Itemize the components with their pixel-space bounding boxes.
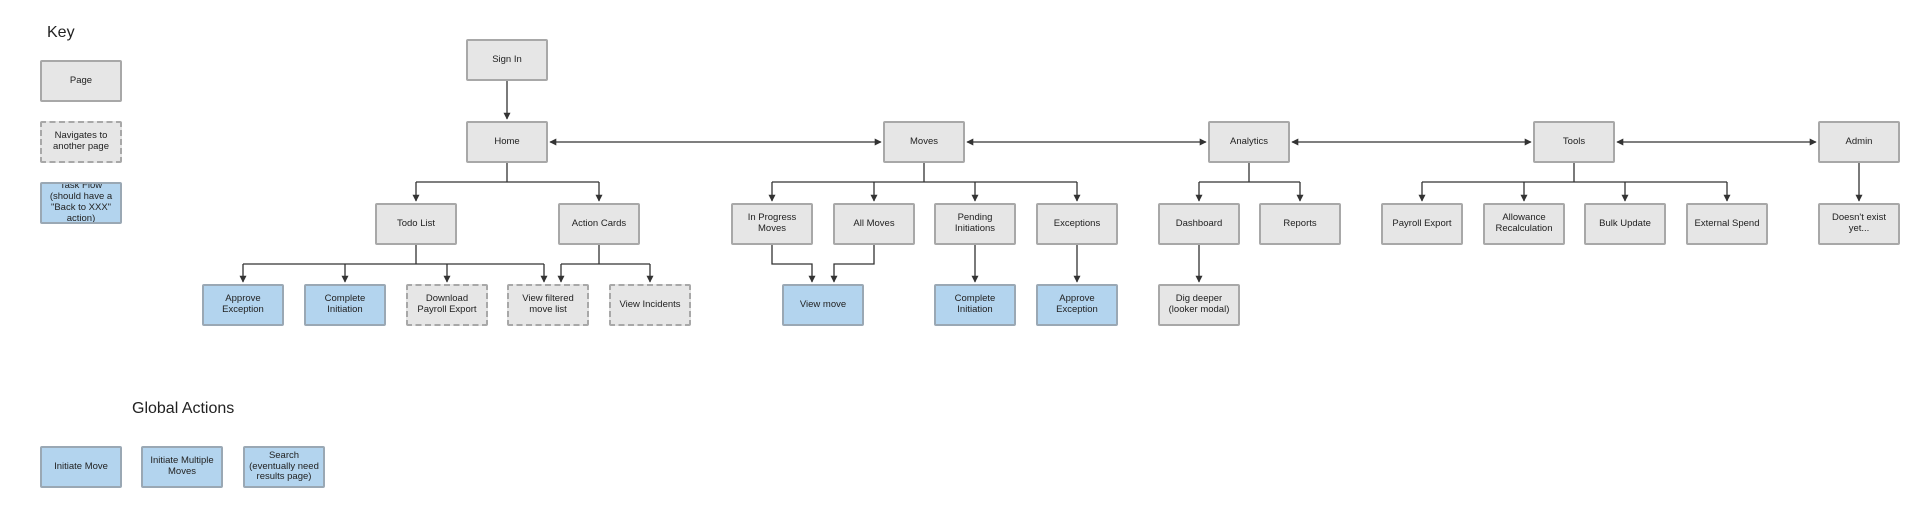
- reports-label: Reports: [1283, 217, 1317, 229]
- view-incidents-node[interactable]: View Incidents: [609, 284, 691, 326]
- connector-arrow: [830, 245, 875, 283]
- sign-in-label: Sign In: [492, 53, 522, 65]
- search-node[interactable]: Search (eventually need results page): [243, 446, 325, 488]
- key-title: Key: [47, 24, 75, 41]
- external-spend-node[interactable]: External Spend: [1686, 203, 1768, 245]
- key-task-flow-label: Task Flow (should have a "Back to XXX" a…: [49, 182, 113, 224]
- external-spend-label: External Spend: [1694, 217, 1760, 229]
- key-page-label: Page: [69, 74, 93, 86]
- tools-node[interactable]: Tools: [1533, 121, 1615, 163]
- action-cards-label: Action Cards: [571, 217, 627, 229]
- in-progress-moves-label: In Progress Moves: [747, 212, 797, 234]
- complete-initiation-label: Complete Initiation: [324, 293, 366, 315]
- moves-node[interactable]: Moves: [883, 121, 965, 163]
- dig-deeper-node[interactable]: Dig deeper (looker modal): [1158, 284, 1240, 326]
- in-progress-moves-node[interactable]: In Progress Moves: [731, 203, 813, 245]
- todo-list-node[interactable]: Todo List: [375, 203, 457, 245]
- download-payroll-export-label: Download Payroll Export: [417, 293, 477, 315]
- view-filtered-move-list-node[interactable]: View filtered move list: [507, 284, 589, 326]
- initiate-multiple-moves-node[interactable]: Initiate Multiple Moves: [141, 446, 223, 488]
- key-navigates-example: Navigates to another page: [40, 121, 122, 163]
- analytics-node[interactable]: Analytics: [1208, 121, 1290, 163]
- approve-exception-exceptions-node[interactable]: Approve Exception: [1036, 284, 1118, 326]
- key-task-flow-example: Task Flow (should have a "Back to XXX" a…: [40, 182, 122, 224]
- connector-arrow: [771, 245, 816, 283]
- analytics-label: Analytics: [1229, 135, 1268, 147]
- dig-deeper-label: Dig deeper (looker modal): [1168, 293, 1230, 315]
- allowance-recalculation-label: Allowance Recalculation: [1495, 212, 1553, 234]
- bulk-update-node[interactable]: Bulk Update: [1584, 203, 1666, 245]
- dashboard-node[interactable]: Dashboard: [1158, 203, 1240, 245]
- payroll-export-node[interactable]: Payroll Export: [1381, 203, 1463, 245]
- approve-exception-exceptions-label: Approve Exception: [1056, 293, 1098, 315]
- bulk-update-label: Bulk Update: [1599, 217, 1651, 229]
- view-move-node[interactable]: View move: [782, 284, 864, 326]
- sign-in-node[interactable]: Sign In: [466, 39, 548, 81]
- admin-label: Admin: [1845, 135, 1873, 147]
- initiate-move-node[interactable]: Initiate Move: [40, 446, 122, 488]
- search-label: Search (eventually need results page): [249, 449, 319, 483]
- global-actions-title: Global Actions: [132, 400, 235, 417]
- dashboard-label: Dashboard: [1175, 217, 1223, 229]
- tools-label: Tools: [1562, 135, 1586, 147]
- key-navigates-label: Navigates to another page: [53, 130, 109, 152]
- pending-initiations-node[interactable]: Pending Initiations: [934, 203, 1016, 245]
- todo-list-label: Todo List: [396, 217, 436, 229]
- all-moves-label: All Moves: [853, 217, 895, 229]
- complete-initiation-pending-node[interactable]: Complete Initiation: [934, 284, 1016, 326]
- view-move-label: View move: [799, 298, 847, 310]
- doesnt-exist-label: Doesn't exist yet...: [1831, 212, 1887, 234]
- complete-initiation-node[interactable]: Complete Initiation: [304, 284, 386, 326]
- moves-label: Moves: [910, 135, 938, 147]
- all-moves-node[interactable]: All Moves: [833, 203, 915, 245]
- admin-node[interactable]: Admin: [1818, 121, 1900, 163]
- action-cards-node[interactable]: Action Cards: [558, 203, 640, 245]
- exceptions-label: Exceptions: [1053, 217, 1101, 229]
- complete-initiation-pending-label: Complete Initiation: [954, 293, 996, 315]
- home-node[interactable]: Home: [466, 121, 548, 163]
- key-page-example: Page: [40, 60, 122, 102]
- initiate-multiple-moves-label: Initiate Multiple Moves: [150, 455, 214, 477]
- initiate-move-label: Initiate Move: [54, 460, 108, 472]
- view-filtered-move-list-label: View filtered move list: [522, 293, 574, 315]
- approve-exception-label: Approve Exception: [222, 293, 264, 315]
- reports-node[interactable]: Reports: [1259, 203, 1341, 245]
- view-incidents-label: View Incidents: [619, 298, 681, 310]
- download-payroll-export-node[interactable]: Download Payroll Export: [406, 284, 488, 326]
- approve-exception-node[interactable]: Approve Exception: [202, 284, 284, 326]
- home-label: Home: [494, 135, 520, 147]
- payroll-export-label: Payroll Export: [1392, 217, 1452, 229]
- pending-initiations-label: Pending Initiations: [954, 212, 996, 234]
- doesnt-exist-node[interactable]: Doesn't exist yet...: [1818, 203, 1900, 245]
- allowance-recalculation-node[interactable]: Allowance Recalculation: [1483, 203, 1565, 245]
- exceptions-node[interactable]: Exceptions: [1036, 203, 1118, 245]
